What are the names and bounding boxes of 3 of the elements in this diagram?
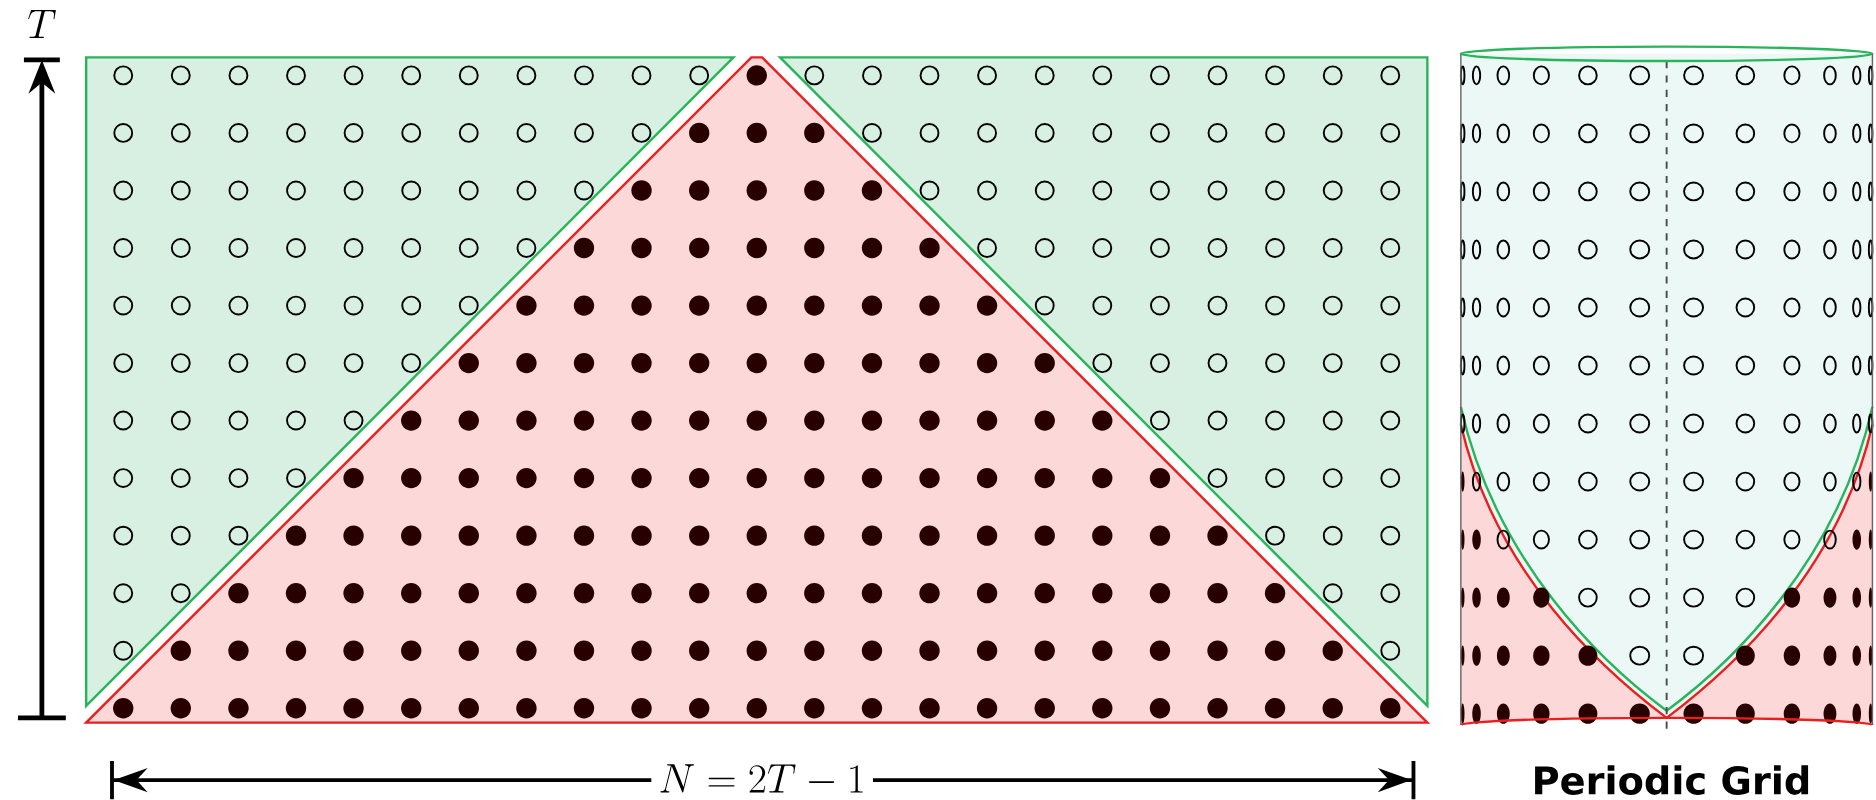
dimension-label: $N = 2T - 1$ xyxy=(651,756,873,800)
caption: Periodic Grid xyxy=(1535,765,1809,795)
dimension-label: $T$ xyxy=(28,9,56,38)
